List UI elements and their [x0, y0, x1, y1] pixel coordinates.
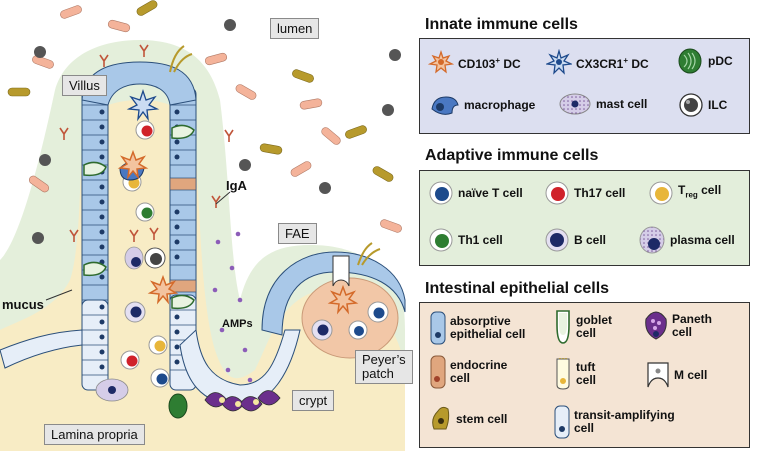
legend-item-m-cell: M cell	[646, 361, 707, 389]
mast-cell-icon	[559, 93, 591, 115]
th17-cell-icon	[545, 181, 569, 205]
mucus-leader-line	[45, 289, 73, 301]
amps-dots	[212, 231, 253, 383]
villus-epithelium-left	[81, 87, 109, 391]
b-cell-icon	[545, 228, 569, 252]
mucus-label: mucus	[2, 297, 44, 312]
peyers-patch-label: Peyer’s patch	[355, 350, 413, 384]
crypt-epithelium	[0, 328, 301, 406]
lumen-label: lumen	[270, 18, 320, 39]
m-cell	[332, 255, 350, 287]
legend-item-th1-cell: Th1 cell	[428, 227, 503, 253]
tuft-cells	[169, 45, 381, 266]
cd103-dc-icon	[428, 49, 454, 74]
endocrine-cell-icon	[430, 355, 446, 389]
legend-item-stem-cell: stem cell	[430, 405, 507, 433]
th1-cell-icon	[429, 228, 453, 252]
adaptive-legend: naïve T cell Th17 cell Treg cell Th1 cel…	[419, 170, 750, 266]
naive-t-cell-icon	[429, 181, 453, 205]
lamina-propria-label: Lamina propria	[44, 424, 145, 445]
legend-item-pdc: pDC	[676, 47, 733, 75]
adaptive-title: Adaptive immune cells	[425, 147, 599, 164]
legend-item-cd103-dc: CD103+ DC	[428, 49, 521, 75]
villus-label: Villus	[62, 75, 107, 96]
gut-diagram	[0, 0, 406, 451]
iga-leader-line	[215, 191, 231, 205]
amps-label: AMPs	[222, 318, 253, 330]
ilc-icon	[679, 93, 703, 117]
legend-item-treg-cell: Treg cell	[648, 180, 721, 206]
epithelial-title: Intestinal epithelial cells	[425, 280, 610, 297]
iga-label: IgA	[226, 178, 247, 193]
treg-cell-icon	[649, 181, 673, 205]
legend-item-mast-cell: mast cell	[558, 91, 647, 117]
pdc-icon	[678, 48, 702, 74]
bacteria-grey	[32, 19, 401, 244]
legend-item-cx3cr1-dc: CX3CR1+ DC	[546, 49, 649, 75]
legend-item-plasma-cell: plasma cell	[638, 225, 735, 255]
fae-dome	[261, 251, 406, 336]
dendritic-cells	[117, 149, 359, 315]
tuft-cell-icon	[556, 358, 570, 390]
villus-goblet-cells	[83, 124, 195, 310]
innate-title: Innate immune cells	[425, 16, 578, 33]
legend-item-ilc: ILC	[678, 92, 727, 118]
goblet-cell-icon	[556, 310, 570, 344]
legend-item-macrophage: macrophage	[428, 91, 535, 119]
macrophage-icon	[431, 96, 459, 115]
bacteria-pink	[28, 5, 402, 233]
legend-item-th17-cell: Th17 cell	[544, 180, 625, 206]
bacteria-olive	[7, 0, 394, 182]
transit-amplifying-cell-icon	[554, 405, 570, 439]
cx3cr1-dc-in-tissue	[126, 88, 160, 122]
legend-item-naive-t-cell: naïve T cell	[428, 180, 523, 206]
villus-tip	[81, 61, 197, 106]
cx3cr1-dc-icon	[546, 49, 572, 75]
paneth-cell-cluster	[204, 390, 281, 412]
stem-cell-icon	[432, 406, 450, 430]
legend-item-b-cell: B cell	[544, 227, 606, 253]
fae-label: FAE	[278, 223, 317, 244]
innate-legend: CD103+ DC CX3CR1+ DC pDC macrophage mast…	[419, 38, 750, 134]
crypt-label: crypt	[292, 390, 335, 411]
plasma-cell-icon	[639, 226, 665, 254]
paneth-cell-icon	[645, 311, 667, 340]
absorptive-epithelial-cell-icon	[430, 311, 446, 345]
m-cell-icon	[647, 362, 669, 388]
peyers-patch-cells	[311, 301, 389, 341]
iga-antibodies	[59, 44, 314, 242]
